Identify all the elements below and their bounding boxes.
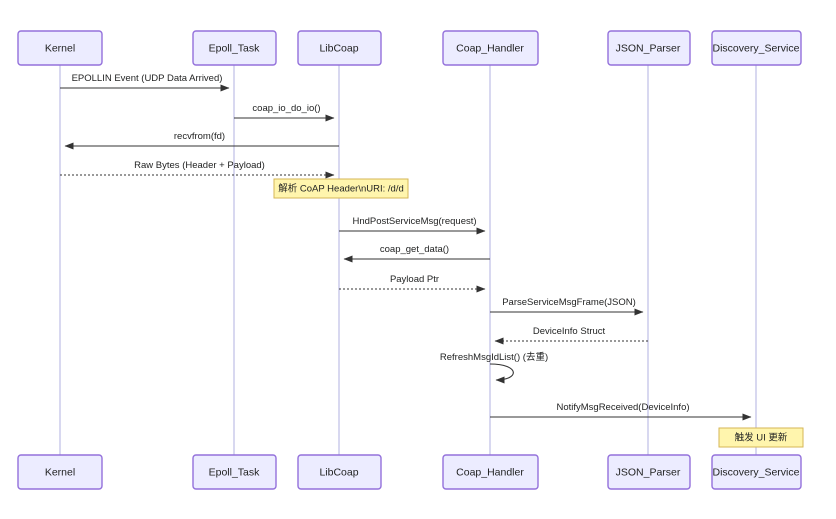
- participant-label: LibCoap: [319, 42, 358, 54]
- message-m3[interactable]: recvfrom(fd): [64, 131, 339, 150]
- participant-libcoap-bottom[interactable]: LibCoap: [297, 454, 382, 490]
- message-m4[interactable]: Raw Bytes (Header + Payload): [60, 160, 335, 179]
- participant-discovery-top[interactable]: Discovery_Service: [711, 30, 802, 66]
- message-label: ParseServiceMsgFrame(JSON): [502, 297, 636, 308]
- message-m11[interactable]: NotifyMsgReceived(DeviceInfo): [490, 402, 752, 421]
- participant-kernel-top[interactable]: Kernel: [17, 30, 103, 66]
- participant-box-shape: [711, 454, 802, 490]
- message-label: DeviceInfo Struct: [533, 326, 606, 337]
- participant-label: Epoll_Task: [209, 466, 261, 478]
- participants-bottom-layer: Kernel Epoll_Task LibCoap Coap_Handler JSON_…: [17, 454, 802, 490]
- participant-label: JSON_Parser: [616, 466, 681, 478]
- participant-epoll-bottom[interactable]: Epoll_Task: [192, 454, 277, 490]
- note-text: 触发 UI 更新: [735, 432, 788, 444]
- participant-box-shape: [297, 30, 382, 66]
- messages-layer: EPOLLIN Event (UDP Data Arrived) coap_io_…: [60, 73, 752, 421]
- participant-box-shape: [442, 454, 539, 490]
- message-m1[interactable]: EPOLLIN Event (UDP Data Arrived): [60, 73, 230, 92]
- participant-box-shape: [192, 454, 277, 490]
- participant-box-shape: [607, 30, 691, 66]
- participant-json-bottom[interactable]: JSON_Parser: [607, 454, 691, 490]
- participant-box-shape: [607, 454, 691, 490]
- participants-top-layer: Kernel Epoll_Task LibCoap Coap_Handler JSON_…: [17, 30, 802, 66]
- self-message-loop: [489, 363, 514, 384]
- notes-layer: 解析 CoAP Header\nURI: /d/d 触发 UI 更新: [273, 178, 804, 448]
- message-m8[interactable]: ParseServiceMsgFrame(JSON): [490, 297, 644, 316]
- message-m7[interactable]: Payload Ptr: [339, 274, 486, 293]
- message-label: recvfrom(fd): [174, 131, 225, 142]
- message-m6[interactable]: coap_get_data(): [343, 244, 490, 263]
- message-label: Raw Bytes (Header + Payload): [134, 160, 265, 171]
- participant-json-top[interactable]: JSON_Parser: [607, 30, 691, 66]
- participant-box-shape: [711, 30, 802, 66]
- participant-handler-top[interactable]: Coap_Handler: [442, 30, 539, 66]
- message-label: NotifyMsgReceived(DeviceInfo): [556, 402, 689, 413]
- participant-box-shape: [17, 454, 103, 490]
- message-label: Payload Ptr: [390, 274, 439, 285]
- participant-label: Epoll_Task: [209, 42, 261, 54]
- lifelines-layer: [59, 65, 757, 455]
- note-text: 解析 CoAP Header\nURI: /d/d: [278, 183, 404, 195]
- participant-label: Coap_Handler: [456, 42, 524, 54]
- participant-handler-bottom[interactable]: Coap_Handler: [442, 454, 539, 490]
- participant-box-shape: [192, 30, 277, 66]
- message-label: HndPostServiceMsg(request): [352, 216, 476, 227]
- message-label: EPOLLIN Event (UDP Data Arrived): [72, 73, 223, 84]
- participant-box-shape: [297, 454, 382, 490]
- participant-label: Kernel: [45, 42, 75, 54]
- participant-label: Coap_Handler: [456, 466, 524, 478]
- participant-libcoap-top[interactable]: LibCoap: [297, 30, 382, 66]
- message-m2[interactable]: coap_io_do_io(): [234, 103, 335, 122]
- note-box-shape: [718, 427, 804, 448]
- participant-kernel-bottom[interactable]: Kernel: [17, 454, 103, 490]
- participant-label: JSON_Parser: [616, 42, 681, 54]
- self-message-label: RefreshMsgIdList() (去重): [440, 351, 548, 363]
- participant-box-shape: [17, 30, 103, 66]
- message-label: coap_io_do_io(): [252, 103, 320, 114]
- participant-label: Kernel: [45, 466, 75, 478]
- note-n2[interactable]: 触发 UI 更新: [718, 427, 804, 448]
- message-m5[interactable]: HndPostServiceMsg(request): [339, 216, 486, 235]
- self-message-m10[interactable]: RefreshMsgIdList() (去重): [440, 351, 548, 384]
- participant-box-shape: [442, 30, 539, 66]
- note-box-shape: [273, 178, 409, 199]
- participant-label: Discovery_Service: [713, 466, 800, 478]
- message-label: coap_get_data(): [380, 244, 449, 255]
- participant-discovery-bottom[interactable]: Discovery_Service: [711, 454, 802, 490]
- note-n1[interactable]: 解析 CoAP Header\nURI: /d/d: [273, 178, 409, 199]
- participant-label: Discovery_Service: [713, 42, 800, 54]
- participant-epoll-top[interactable]: Epoll_Task: [192, 30, 277, 66]
- message-m9[interactable]: DeviceInfo Struct: [494, 326, 648, 345]
- participant-label: LibCoap: [319, 466, 358, 478]
